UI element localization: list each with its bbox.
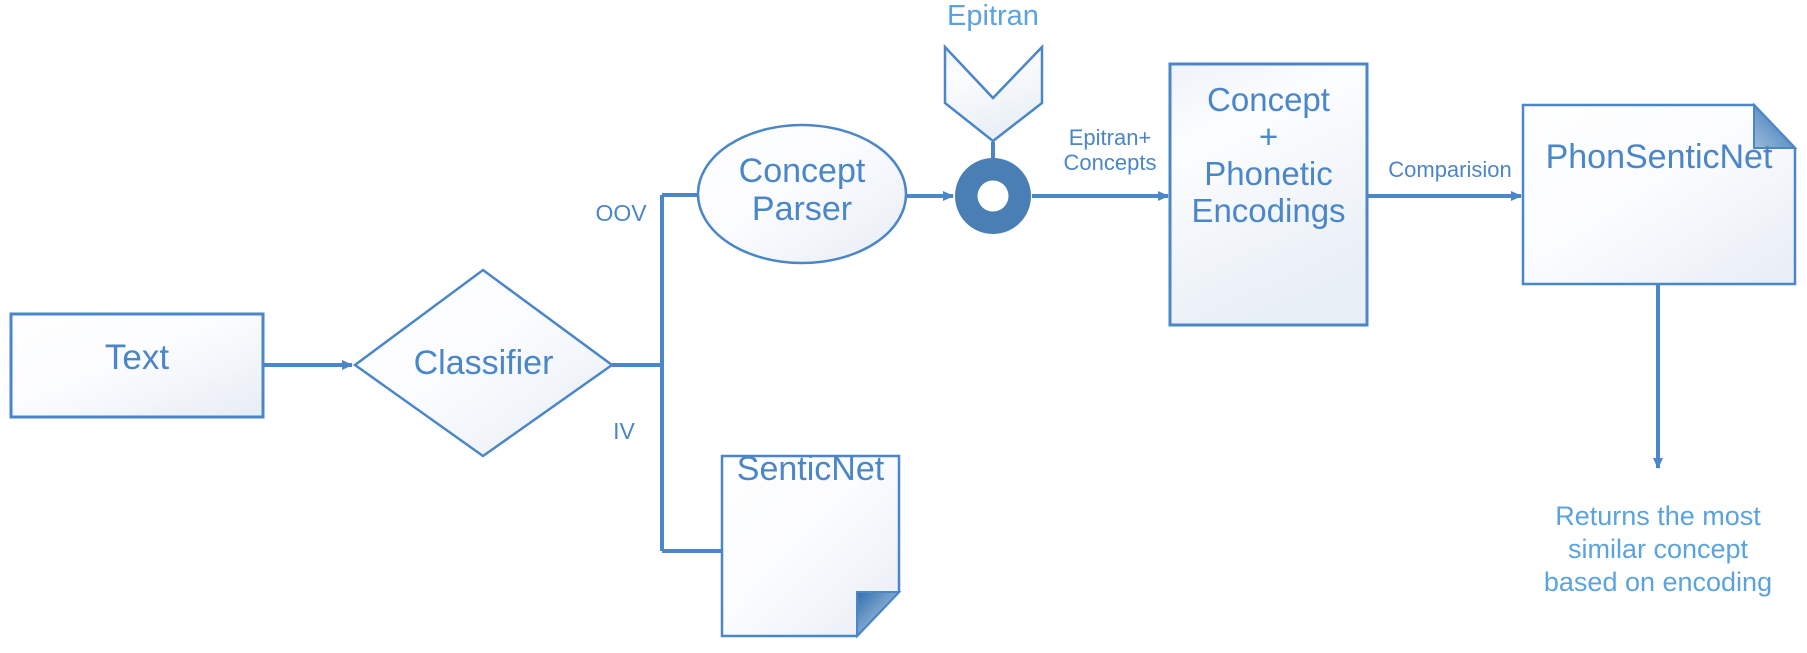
edge-label-comparision: Comparision — [1388, 157, 1512, 182]
node-senticnet-fold — [856, 591, 902, 639]
node-phonsenticnet-shape[interactable] — [1521, 103, 1797, 286]
node-epitran-shape[interactable] — [943, 43, 1044, 143]
node-phonsenticnet-fold — [1753, 102, 1798, 149]
node-classifier-shape[interactable] — [352, 268, 615, 458]
annotation-returns-note: Returns the most similar concept based o… — [1543, 501, 1773, 597]
connectors — [263, 142, 1663, 553]
node-merge-hole — [977, 180, 1009, 212]
edge-label-epitran-concepts: Epitran+ Concepts — [1063, 125, 1157, 176]
node-encodings-shape[interactable] — [1168, 62, 1369, 327]
node-text-shape[interactable] — [9, 312, 265, 419]
edge-label-oov: OOV — [595, 200, 647, 226]
node-concept-parser-shape[interactable] — [696, 123, 908, 265]
edge-label-iv: IV — [613, 418, 635, 444]
